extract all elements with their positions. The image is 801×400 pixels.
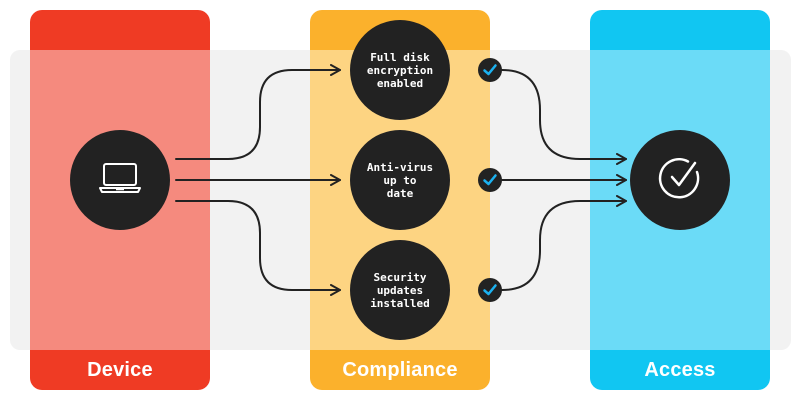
- check-label: Full disk encryption enabled: [366, 50, 434, 90]
- connector-device-to-check-3: [175, 200, 341, 296]
- access-node: [630, 130, 730, 230]
- check-label: Anti-virus up to date: [366, 160, 434, 200]
- device-node: [70, 130, 170, 230]
- check-label: Security updates installed: [370, 270, 430, 310]
- check-icon: [478, 58, 502, 82]
- check-node-security-updates: Security updates installed: [350, 240, 450, 340]
- compliance-column-footer: Compliance: [310, 350, 490, 390]
- device-column-top: [30, 10, 210, 50]
- check-icon: [478, 168, 502, 192]
- device-label: Device: [87, 358, 153, 381]
- check-circle-icon: [655, 153, 705, 207]
- device-column-footer: Device: [30, 350, 210, 390]
- access-label: Access: [644, 358, 716, 381]
- connector-check-3-to-access: [501, 195, 627, 291]
- access-column-footer: Access: [590, 350, 770, 390]
- access-column-top: [590, 10, 770, 50]
- check-node-disk-encryption: Full disk encryption enabled: [350, 20, 450, 120]
- connector-check-1-to-access: [501, 69, 627, 165]
- check-node-antivirus: Anti-virus up to date: [350, 130, 450, 230]
- check-icon: [478, 278, 502, 302]
- laptop-icon: [98, 161, 142, 199]
- compliance-label: Compliance: [342, 358, 458, 381]
- connector-device-to-check-1: [175, 64, 341, 160]
